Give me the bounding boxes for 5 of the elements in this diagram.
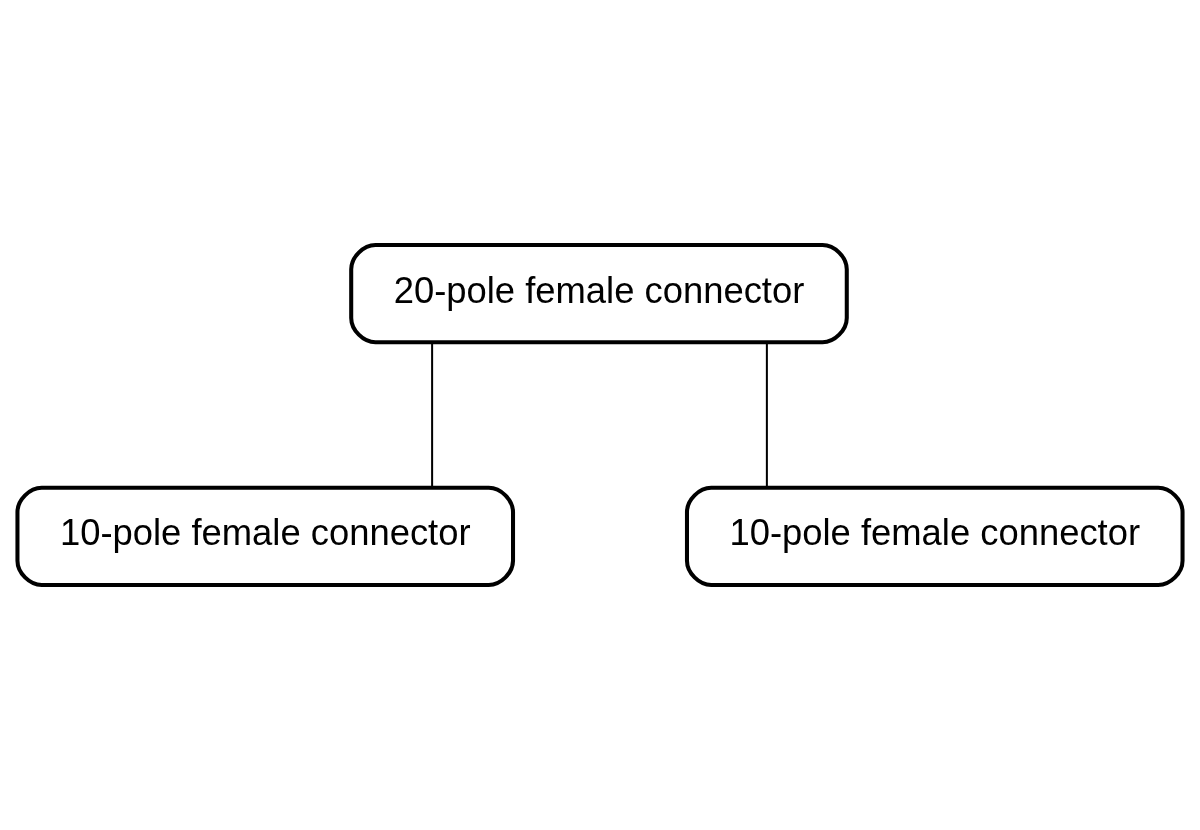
node-box: 20-pole female connector bbox=[349, 243, 849, 345]
connector bbox=[431, 342, 434, 488]
node-box: 10-pole female connector bbox=[15, 485, 516, 587]
connector bbox=[765, 342, 768, 488]
node-box: 10-pole female connector bbox=[684, 485, 1185, 587]
